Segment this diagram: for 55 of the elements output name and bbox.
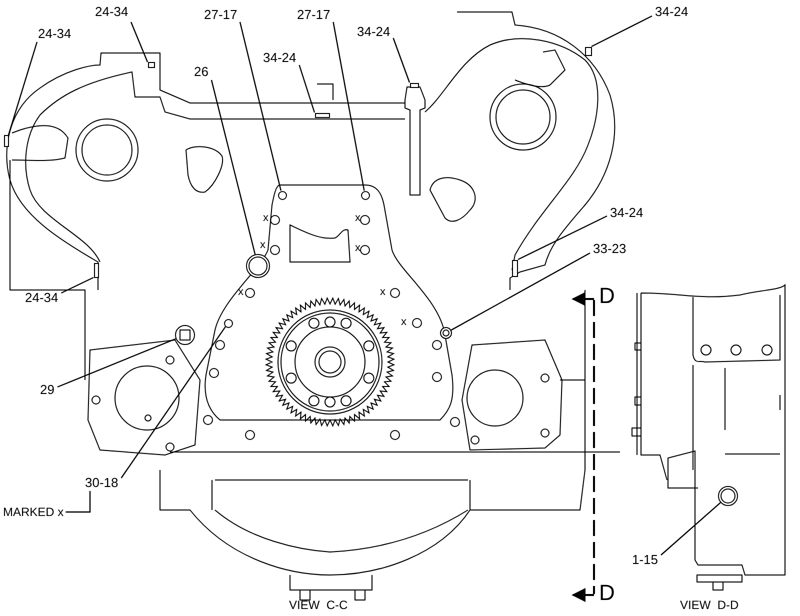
callout-number: 26 xyxy=(194,65,208,79)
callout-number: 24-34 xyxy=(38,27,72,41)
callout-number: 29 xyxy=(40,383,54,397)
callout-number: 27-17 xyxy=(204,8,238,22)
leader-line xyxy=(57,338,176,388)
view-title: VIEW D-D xyxy=(680,598,739,612)
leader-line xyxy=(392,38,410,83)
bolt-head xyxy=(314,112,330,118)
plug xyxy=(246,254,270,278)
leader-line xyxy=(518,215,608,260)
leader-line xyxy=(120,326,226,478)
leader-line xyxy=(660,502,721,556)
leader-line xyxy=(61,276,94,294)
x-mark: x xyxy=(238,287,244,298)
callout-number: 30-18 xyxy=(85,476,118,490)
plug xyxy=(440,327,452,339)
note-text: MARKED x xyxy=(3,505,64,519)
leader-line xyxy=(239,22,282,191)
plug xyxy=(718,486,738,506)
callout-number: 24-34 xyxy=(25,291,58,305)
x-mark: x xyxy=(401,317,406,328)
x-mark: x xyxy=(355,213,360,224)
callout-number: 1-15 xyxy=(632,553,658,567)
bolt-hole xyxy=(278,190,286,200)
bolt-head xyxy=(4,135,8,147)
x-mark: x xyxy=(355,243,360,254)
leader-line xyxy=(210,80,256,254)
bolt-head xyxy=(512,260,518,276)
x-mark: x xyxy=(380,287,386,298)
bolt-hole xyxy=(224,318,232,328)
leader-line xyxy=(450,252,590,331)
leader-line xyxy=(298,64,316,113)
bolt-head xyxy=(584,46,592,56)
bolt-head xyxy=(148,62,154,68)
callout-number: 34-24 xyxy=(610,206,644,220)
bolt-head xyxy=(410,82,418,88)
callout-number: 24-34 xyxy=(95,5,128,19)
callout-number: 33-23 xyxy=(593,242,626,256)
section-letter: D xyxy=(599,582,615,604)
bolt-hole xyxy=(360,190,370,200)
callout-number: 34-24 xyxy=(357,25,390,39)
leader-line xyxy=(332,22,365,191)
leader-line xyxy=(591,15,652,48)
callout-number: 34-24 xyxy=(655,5,688,19)
section-letter: D xyxy=(599,285,615,307)
callout-number: 27-17 xyxy=(297,8,330,22)
callout-number: 34-24 xyxy=(263,51,296,65)
x-mark: x xyxy=(263,213,268,224)
leader-line xyxy=(130,22,148,62)
leader-line xyxy=(66,491,91,513)
leader-line xyxy=(8,42,38,136)
bolt-head xyxy=(94,262,98,278)
plug xyxy=(175,325,195,345)
x-mark: x xyxy=(260,240,266,251)
view-title: VIEW C-C xyxy=(289,598,348,612)
